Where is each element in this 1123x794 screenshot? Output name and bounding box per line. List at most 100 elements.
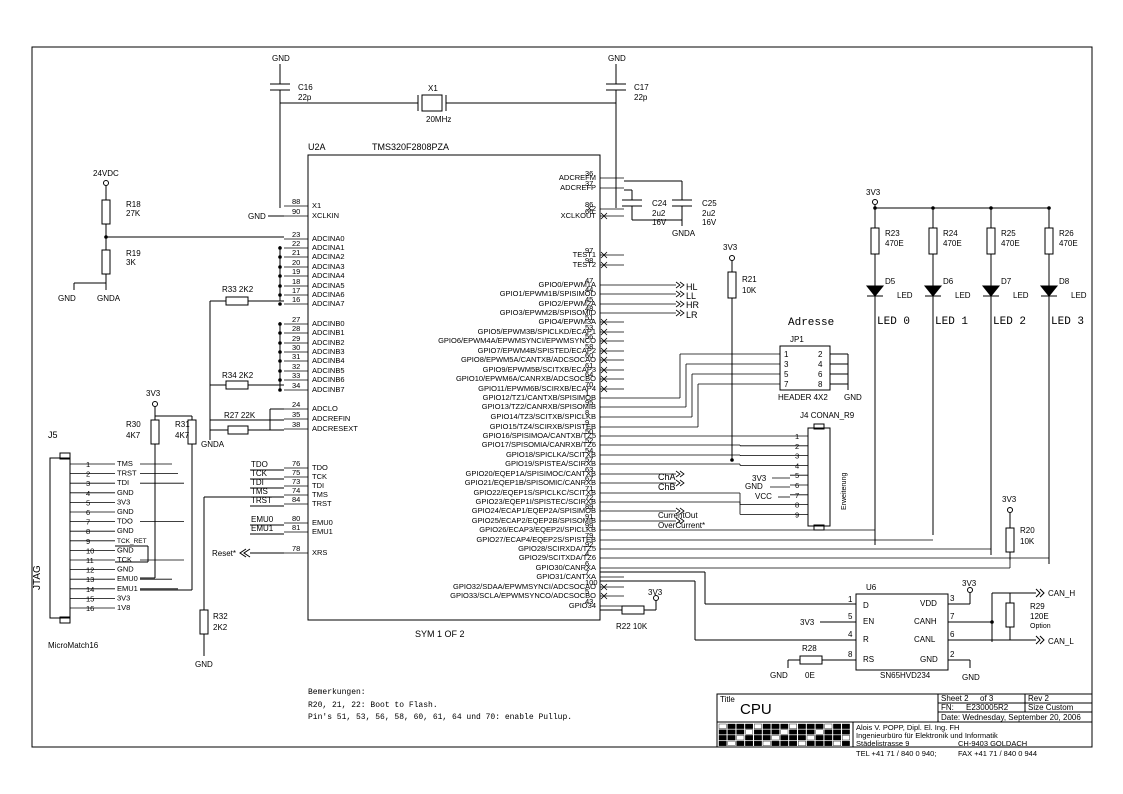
c17-value: 22p <box>634 93 648 102</box>
r22-label: R22 10K <box>616 622 648 631</box>
fn-label: FN: <box>941 703 954 712</box>
resistor-r33 <box>225 296 249 306</box>
resistor-r26 <box>1044 227 1054 255</box>
chip-right-pin-name: GPIO29/SCITXDA/TZ6 <box>519 553 596 562</box>
chip-right-pin-num: 86 <box>585 200 593 209</box>
r30-value: 4K7 <box>126 431 141 440</box>
gnd-label-xclkin: GND <box>248 212 266 221</box>
r29-note: Option <box>1030 623 1051 630</box>
j4-pin-num: 4 <box>795 461 799 470</box>
chip-left-pin-num: 88 <box>292 197 300 206</box>
r21-pullup: 3V3 R21 10K <box>723 243 757 462</box>
chip-left-pin-name: ADCINA2 <box>312 252 345 261</box>
j5-pin-signal: GND <box>117 526 134 535</box>
chip-left-pin-num: 30 <box>292 343 300 352</box>
j5-pin-num: 6 <box>86 508 90 517</box>
svg-text:VDD: VDD <box>920 599 937 608</box>
chip-right-pin-num: 5 <box>585 587 589 596</box>
chip-right-pin-num: 95 <box>585 398 593 407</box>
chip-left-pin-name: ADCINB2 <box>312 338 345 347</box>
svg-text:GND: GND <box>920 655 938 664</box>
chip-right-pin-name: GPIO17/SPISOMIA/CANRXB/TZ6 <box>482 440 596 449</box>
crystal-x1 <box>421 94 443 112</box>
resistor-r21 <box>727 271 737 299</box>
c25-value: 2u2 <box>702 209 716 218</box>
chip-left-pin-name: ADCINB3 <box>312 347 345 356</box>
chip-left-pin-num: 75 <box>292 468 300 477</box>
jp1-ref: JP1 <box>790 335 804 344</box>
ll-label: LL <box>686 291 696 301</box>
j5-pin-num: 2 <box>86 470 90 479</box>
u6-body <box>855 593 949 671</box>
chip-right-pin-name: GPIO28/SCIRXDA/TZ5 <box>518 544 596 553</box>
c25-ref: C25 <box>702 199 717 208</box>
company-logo <box>718 723 850 746</box>
chip-left-pin-num: 20 <box>292 258 300 267</box>
chip-body <box>307 154 601 621</box>
jp1-value: HEADER 4X2 <box>778 393 828 402</box>
r20-ref: R20 <box>1020 526 1035 535</box>
reset-label: Reset* <box>212 549 236 558</box>
date-label: Date: Wednesday, September 20, 2006 <box>941 713 1081 722</box>
c25-volt: 16V <box>702 218 717 227</box>
svg-text:RS: RS <box>863 655 874 664</box>
chip-right-pin-num: 99 <box>585 521 593 530</box>
j5-pin-num: 9 <box>86 537 90 546</box>
chip-right-pin-name: GPIO5/EPWM3B/SPICLKD/ECAP1 <box>478 327 596 336</box>
sheet-label: Sheet 2 <box>941 694 969 703</box>
j5-pin-signal: TCK <box>117 555 132 564</box>
r23-ref: R23 <box>885 229 900 238</box>
chip-right-pin-num: 58 <box>585 342 593 351</box>
chip-left-pin-name: ADCRESEXT <box>312 424 358 433</box>
can-transceiver-u6: U6 D EN R RS 1 5 4 8 VDD CANH CANL GND 3… <box>600 571 1075 682</box>
resistor-r34 <box>225 380 249 390</box>
company-city: CH-9403 GOLDACH <box>958 739 1027 748</box>
vcc-label-j4: VCC <box>755 492 772 501</box>
resistor-r19 <box>101 249 111 275</box>
svg-text:CANL: CANL <box>914 635 936 644</box>
chip-right-pin-name: XCLKOUT <box>561 211 597 220</box>
chip-right-pin-num: 6 <box>585 559 589 568</box>
jp1-body <box>779 345 831 391</box>
tdo-net: TDO <box>251 460 268 469</box>
lr-label: LR <box>686 310 698 320</box>
chip-right-pin-num: 52 <box>585 436 593 445</box>
chip-left-pin-name: ADCINA3 <box>312 262 345 271</box>
gnda-label-c25: GNDA <box>672 229 696 238</box>
led-type: LED <box>955 291 971 300</box>
svg-text:8: 8 <box>848 650 853 659</box>
r29-value: 120E <box>1030 612 1049 621</box>
r33-label: R33 2K2 <box>222 285 254 294</box>
led-outputs: HL LL HR LR ChA ChB CurrentOut OverCurre… <box>624 281 790 530</box>
chip-right-pin-num: 57 <box>585 455 593 464</box>
led-type: LED <box>897 291 913 300</box>
r26-value: 470E <box>1059 239 1078 248</box>
supply-24vdc-label: 24VDC <box>93 169 119 178</box>
chip-right-pin-num: 4 <box>585 549 589 558</box>
chip-left-pin-name: EMU0 <box>312 518 333 527</box>
j5-pin-num: 3 <box>86 479 90 488</box>
chip-right-pin-num: 1 <box>585 389 589 398</box>
chip-right-pin-name: GPIO24/ECAP1/EQEP2A/SPISIMOB <box>472 506 596 515</box>
emu0-net: EMU0 <box>251 515 274 524</box>
chip-right-pin-num: 43 <box>585 597 593 606</box>
title-text: CPU <box>740 701 772 718</box>
chip-right-pin-num: 61 <box>585 361 593 370</box>
svg-text:3: 3 <box>784 360 789 369</box>
crystal-value: 20MHz <box>426 115 451 124</box>
chip-left-pin-name: ADCINB1 <box>312 328 345 337</box>
chip-left-pin-num: 33 <box>292 371 300 380</box>
v33-label-u6en: 3V3 <box>800 618 815 627</box>
chip-right-pin-num: 60 <box>585 351 593 360</box>
chip-left-pin-num: 28 <box>292 324 300 333</box>
v33-label-r22: 3V3 <box>648 588 663 597</box>
size-label: Size Custom <box>1028 703 1074 712</box>
chip-right-pin-name: GPIO14/TZ3/SCITXB/SPICLKB <box>491 412 596 421</box>
svg-text:CANH: CANH <box>914 617 937 626</box>
r23-value: 470E <box>885 239 904 248</box>
svg-text:4: 4 <box>848 630 853 639</box>
chip-left-pin-name: TCK <box>312 472 327 481</box>
c16-ref: C16 <box>298 83 313 92</box>
j5-pin-num: 10 <box>86 546 94 555</box>
